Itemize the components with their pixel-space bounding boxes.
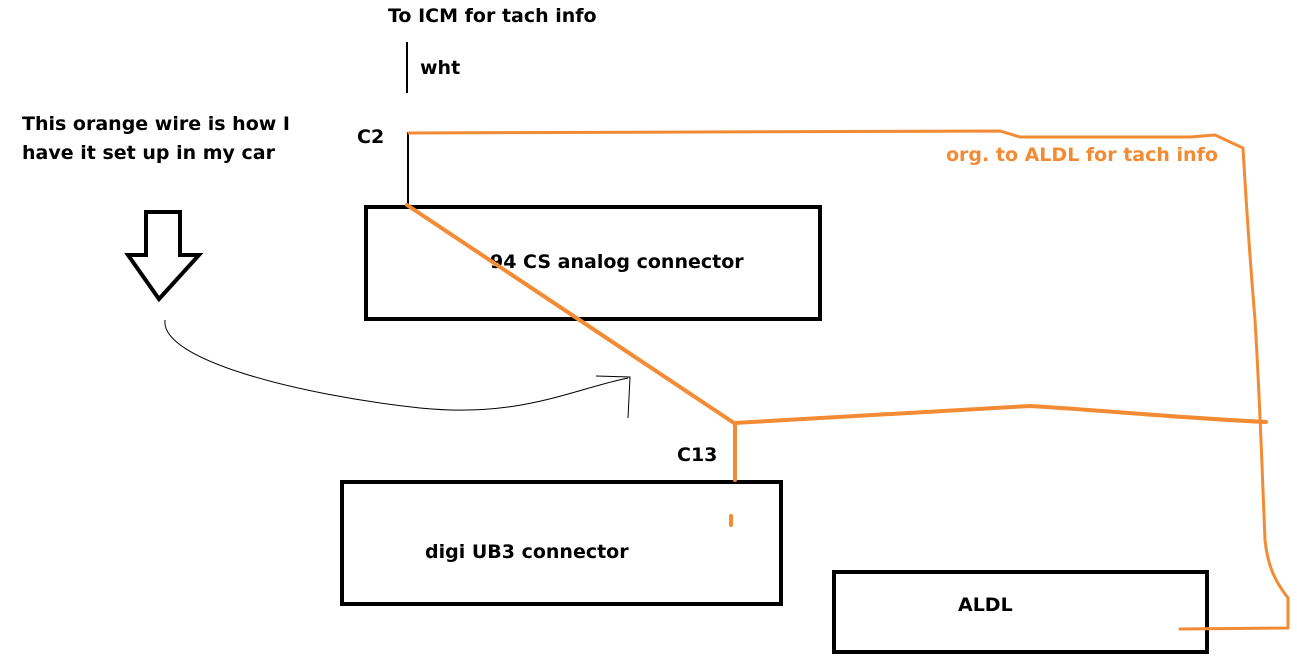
c13-label: C13: [677, 444, 717, 466]
aldl-wire-note: org. to ALDL for tach info: [946, 144, 1218, 166]
digital-connector-label: digi UB3 connector: [425, 541, 629, 563]
aldl-label: ALDL: [958, 594, 1013, 616]
curved-pointer-arrow: [164, 319, 629, 411]
orange-wire-diagonal: [405, 203, 736, 425]
down-arrow-icon: [124, 210, 204, 303]
side-note-line-2: have it set up in my car: [22, 142, 276, 164]
curved-pointer-arrowhead: [595, 375, 631, 419]
orange-wire-junction-to-right: [732, 404, 1268, 425]
wire-color-label: wht: [420, 57, 460, 79]
digital-connector-box: [340, 480, 783, 606]
orange-wire-c2-to-aldl: [407, 129, 1290, 631]
icm-note: To ICM for tach info: [388, 5, 597, 27]
analog-connector-label: 94 CS analog connector: [490, 251, 744, 273]
c2-label: C2: [357, 126, 384, 148]
analog-connector-box: [364, 205, 822, 321]
side-note-line-1: This orange wire is how I: [22, 113, 290, 135]
aldl-box: [832, 570, 1209, 654]
